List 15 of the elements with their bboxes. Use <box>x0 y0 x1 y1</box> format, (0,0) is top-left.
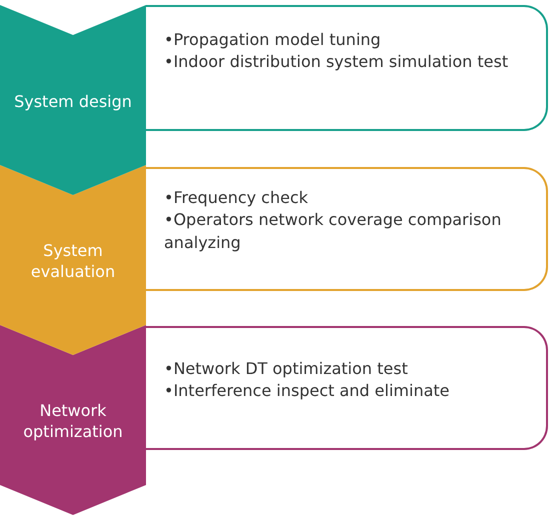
step-title: System evaluation <box>30 241 116 283</box>
chevron-tip-arrow <box>0 485 146 515</box>
chevron-tip-arrow <box>0 325 146 355</box>
detail-card <box>146 167 548 291</box>
bullet-item: •Network DT optimization test <box>164 358 409 380</box>
bullet-item: •Interference inspect and eliminate <box>164 380 450 402</box>
bullet-item: •Operators network coverage comparison analyzing <box>164 209 502 254</box>
step-title: Network optimization <box>22 401 124 443</box>
bullet-item: •Indoor distribution system simulation test <box>164 51 510 74</box>
step-title: System design <box>13 92 133 112</box>
bullet-item: •Frequency check <box>164 187 310 209</box>
detail-card <box>146 326 548 450</box>
chevron-tip-arrow <box>0 165 146 195</box>
bullet-item: •Propagation model tuning <box>164 29 382 51</box>
detail-card <box>146 5 548 131</box>
